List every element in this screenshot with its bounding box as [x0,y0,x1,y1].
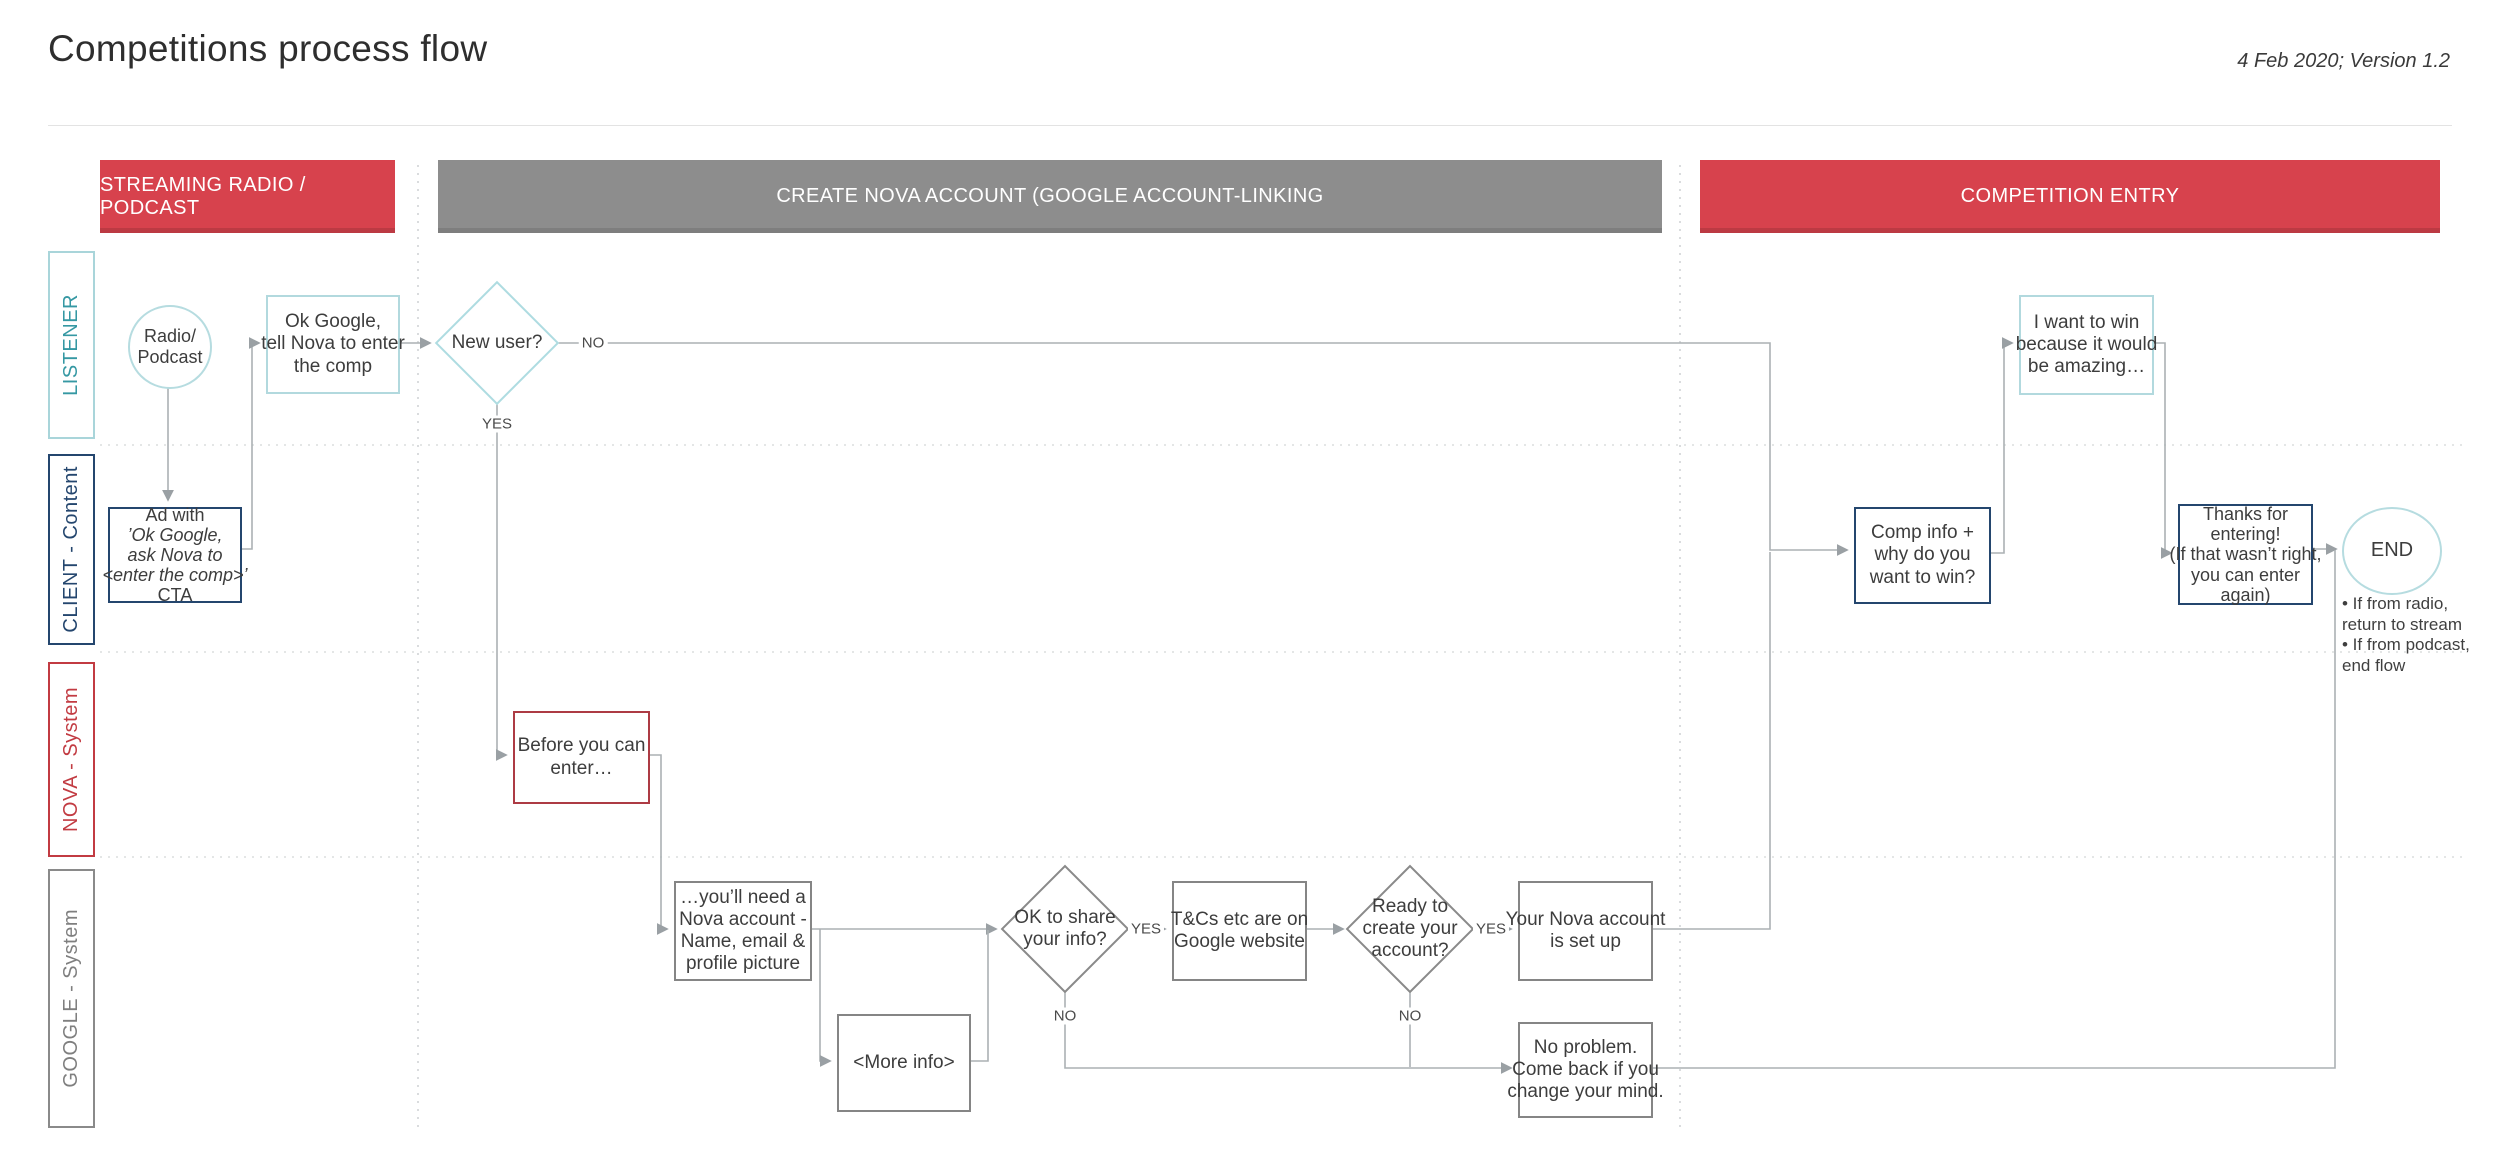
header-divider [48,125,2452,126]
edge-compinfo-to-iwant [1987,337,2014,554]
node-text: END [2370,539,2414,562]
node-text: New user? [451,331,543,353]
page-title: Competitions process flow [48,28,488,69]
edge-newuser-no-to-compinfo [557,342,1849,556]
section-label: STREAMING RADIO / PODCAST [100,173,306,219]
edge-okshare-no-to-noproblem [1064,991,1513,1074]
lane-separators [100,444,2462,858]
new-user-decision: New user? [437,283,557,403]
edge-ad-to-okgoogle [238,337,261,550]
edge-before-to-youllneed [646,754,669,935]
section-streaming-radio-podcast: STREAMING RADIO / PODCAST [100,160,395,233]
section-label: COMPETITION ENTRY [1960,185,2180,207]
more-info-node: <More info> [837,1014,971,1112]
edge-noproblem-return-to-end [1649,550,2336,1069]
lane-client-content: CLIENT - Content [48,454,95,645]
label-ready-no: NO [1395,1007,1425,1025]
section-label: CREATE NOVA ACCOUNT (GOOGLE ACCOUNT-LINK… [776,185,1324,207]
node-text: Ad with’Ok Google,ask Nova to<enter the … [102,504,248,606]
column-separators [417,165,1681,1128]
lane-listener: LISTENER [48,251,95,439]
ad-with-cta-node: Ad with’Ok Google,ask Nova to<enter the … [102,505,247,606]
edge-moreinfo-return [967,930,989,1062]
date-version-label: 4 Feb 2020; Version 1.2 [2237,50,2450,72]
edge-newuser-yes-to-before [495,403,508,761]
lane-nova-system: NOVA - System [48,662,95,857]
end-node: END [2342,507,2442,595]
start-radio-podcast-node: Radio/Podcast [128,305,212,389]
edge-iwant-to-thanks [2150,342,2173,559]
label-ready-yes: YES [1472,920,1510,938]
label-newuser-yes: YES [478,415,516,433]
edge-novasetup-to-junction [1649,552,1771,930]
section-create-nova-account: CREATE NOVA ACCOUNT (GOOGLE ACCOUNT-LINK… [438,160,1662,233]
label-okshare-yes: YES [1127,920,1165,938]
edge-branch-to-moreinfo [819,929,832,1067]
end-note: • If from radio,return to stream• If fro… [2342,594,2470,676]
flow-connectors [162,337,2338,1074]
label-newuser-no: NO [578,334,608,352]
lane-google-system: GOOGLE - System [48,869,95,1128]
section-competition-entry: COMPETITION ENTRY [1700,160,2440,233]
node-text: Radio/Podcast [137,325,203,367]
label-okshare-no: NO [1050,1007,1080,1025]
node-text: <More info> [853,1051,955,1073]
